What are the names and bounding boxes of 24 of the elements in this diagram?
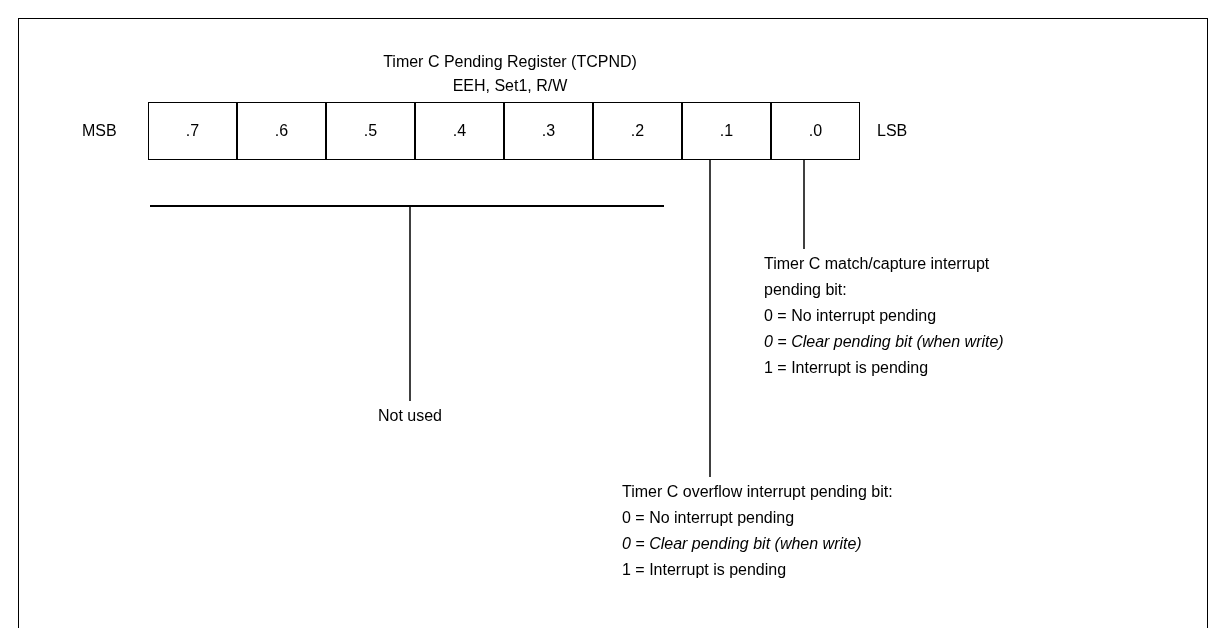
description-text: 0 = Clear pending bit (when write) <box>764 332 1005 352</box>
msb-label: MSB <box>82 121 117 141</box>
description-text: Timer C match/capture interrupt pending bit: <box>764 254 991 300</box>
bit-cell: .0 <box>771 102 860 160</box>
bit-cell: .7 <box>148 102 237 160</box>
bit-cell: .3 <box>504 102 593 160</box>
note-text: Not used <box>377 406 442 426</box>
lsb-label: LSB <box>877 121 908 141</box>
bit-cell: .5 <box>326 102 415 160</box>
bit-cell: .1 <box>682 102 771 160</box>
leader-line <box>803 159 805 250</box>
description-text: 0 = No interrupt pending <box>764 306 938 326</box>
description-text: Timer C overflow interrupt pending bit: <box>622 482 894 502</box>
register-title: Timer C Pending Register (TCPND) <box>382 52 638 72</box>
description-text: 1 = Interrupt is pending <box>764 358 930 378</box>
bit-cell: .4 <box>415 102 504 160</box>
description-text: 0 = No interrupt pending <box>622 508 796 528</box>
description-text: 0 = Clear pending bit (when write) <box>622 534 863 554</box>
register-address: EEH, Set1, R/W <box>451 76 569 96</box>
bit-cell: .2 <box>593 102 682 160</box>
leader-line <box>709 159 711 478</box>
description-text: 1 = Interrupt is pending <box>622 560 788 580</box>
bit-cell: .6 <box>237 102 326 160</box>
leader-line <box>409 206 411 402</box>
